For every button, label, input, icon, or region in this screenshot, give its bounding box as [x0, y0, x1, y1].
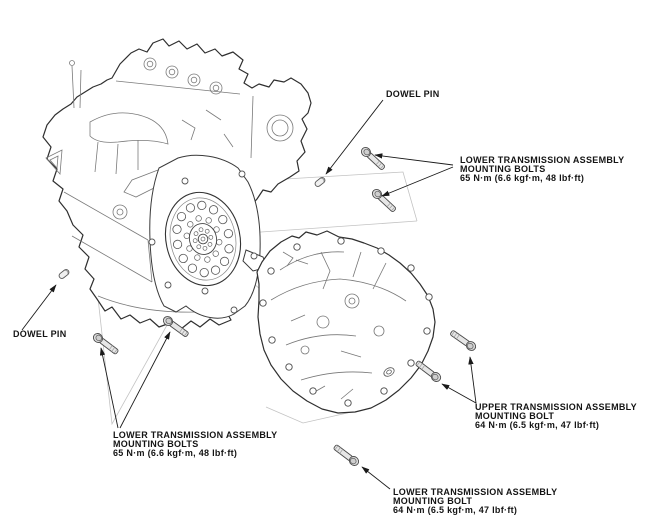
callout-text: LOWER TRANSMISSION ASSEMBLY	[113, 430, 278, 440]
callout-lower-bolts-right: LOWER TRANSMISSION ASSEMBLY MOUNTING BOL…	[460, 156, 624, 183]
callout-text: MOUNTING BOLTS	[460, 164, 546, 174]
bolt-icon	[413, 358, 443, 384]
callout-torque-spec: 65 N·m (6.6 kgf·m, 48 lbf·ft)	[460, 173, 585, 183]
callout-text: MOUNTING BOLT	[475, 411, 555, 421]
bolt-icon	[331, 442, 361, 468]
callout-text: UPPER TRANSMISSION ASSEMBLY	[475, 402, 637, 412]
leader-arrows	[21, 99, 477, 490]
callout-lower-bolts-left: LOWER TRANSMISSION ASSEMBLY MOUNTING BOL…	[113, 431, 277, 458]
callout-text: LOWER TRANSMISSION ASSEMBLY	[460, 155, 625, 165]
callout-torque-spec: 64 N·m (6.5 kgf·m, 47 lbf·ft)	[393, 505, 518, 515]
callout-torque-spec: 65 N·m (6.6 kgf·m, 48 lbf·ft)	[113, 448, 238, 458]
callout-lower-bolt-bottom: LOWER TRANSMISSION ASSEMBLY MOUNTING BOL…	[393, 488, 557, 515]
engine-illustration	[42, 38, 312, 330]
callout-text: DOWEL PIN	[386, 89, 440, 99]
dowel-pin-icon	[313, 175, 327, 189]
callout-torque-spec: 64 N·m (6.5 kgf·m, 47 lbf·ft)	[475, 420, 600, 430]
bolt-icon	[448, 328, 478, 353]
dowel-pin-icon	[57, 267, 71, 281]
bolt-icon	[91, 331, 121, 357]
callout-text: MOUNTING BOLT	[393, 496, 473, 506]
transmission-illustration	[256, 230, 436, 414]
callout-text: MOUNTING BOLTS	[113, 439, 199, 449]
drive-plate	[164, 191, 242, 287]
bolt-icon	[359, 145, 387, 172]
callout-dowel-pin-left: DOWEL PIN	[13, 330, 67, 339]
callout-upper-bolt: UPPER TRANSMISSION ASSEMBLY MOUNTING BOL…	[475, 403, 637, 430]
callout-text: DOWEL PIN	[13, 329, 67, 339]
callout-text: LOWER TRANSMISSION ASSEMBLY	[393, 487, 558, 497]
callout-dowel-pin-top: DOWEL PIN	[386, 90, 440, 99]
